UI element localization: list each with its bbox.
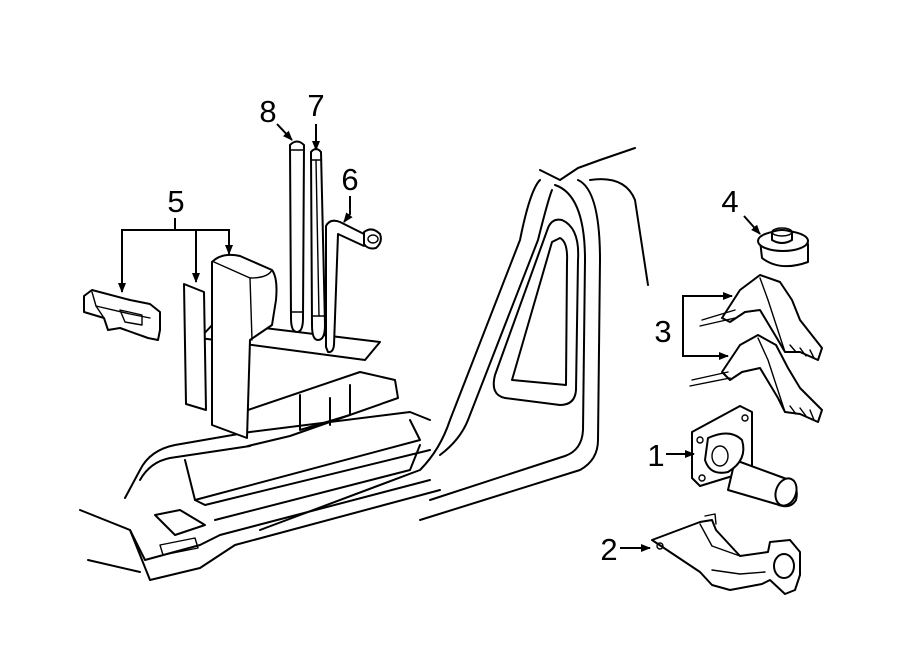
callout-leaders [118, 123, 761, 552]
part-7-extension-rod [310, 148, 326, 341]
callout-6: 6 [341, 162, 358, 197]
callout-8: 8 [259, 94, 276, 129]
part-1-spare-tire-winch [691, 405, 798, 508]
part-5-trim-panels [83, 253, 278, 439]
part-8-jack-handle-rod [289, 140, 305, 333]
trim-panel [211, 253, 278, 439]
part-2-carrier-bracket [651, 513, 801, 595]
callout-7: 7 [307, 88, 324, 123]
part-6-lug-wrench [325, 219, 382, 354]
callout-3: 3 [654, 314, 671, 349]
trim-strip [183, 283, 207, 411]
callout-2: 2 [600, 532, 617, 567]
part-4-spacer [757, 227, 809, 268]
callout-4: 4 [721, 184, 738, 219]
vehicle-body-outline [79, 147, 649, 581]
callout-5: 5 [167, 184, 184, 219]
part-3-mounting-brackets [689, 274, 823, 423]
callout-1: 1 [647, 438, 664, 473]
callout-labels: 5 8 7 6 4 3 1 2 [167, 88, 738, 567]
